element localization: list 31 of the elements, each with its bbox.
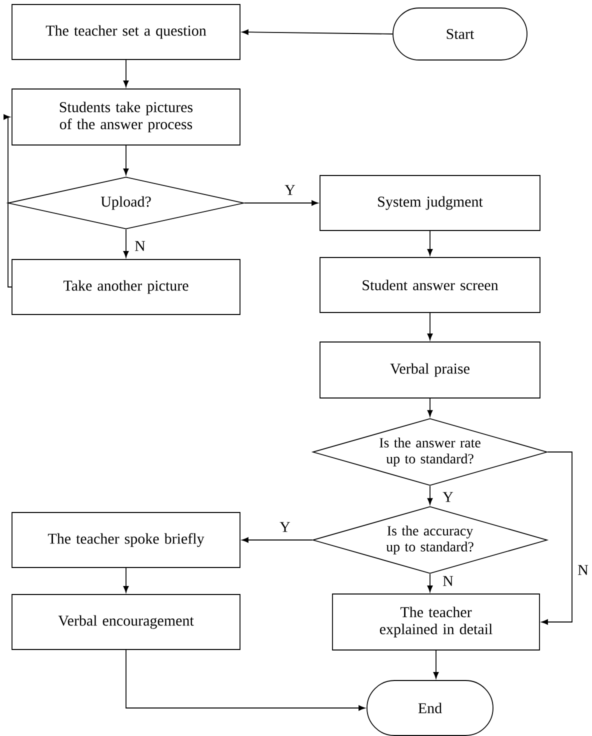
arrow	[123, 568, 129, 593]
process-box: The teacher spoke briefly	[12, 512, 240, 568]
arrow	[123, 60, 129, 88]
process-box: The teacher explained in detail	[332, 594, 540, 650]
process-box: Student answer screen	[320, 257, 540, 313]
edge-label: N	[134, 240, 146, 252]
edge-label: N	[442, 575, 454, 587]
arrow	[427, 486, 433, 505]
arrow	[242, 537, 313, 543]
arrow	[126, 650, 366, 711]
edge-label: Y	[442, 491, 454, 503]
arrow	[123, 229, 129, 258]
edge-label: Y	[284, 184, 296, 196]
arrow	[242, 29, 393, 35]
arrow	[123, 145, 129, 176]
edge-label: Y	[278, 521, 292, 533]
process-box: Take another picture	[12, 259, 240, 315]
process-box: Verbal encouragement	[12, 594, 240, 650]
arrow	[244, 200, 318, 206]
process-box: System judgment	[320, 175, 540, 231]
arrow	[4, 114, 12, 288]
arrow	[427, 574, 433, 592]
arrow	[433, 650, 439, 679]
arrow	[427, 230, 433, 256]
arrow	[541, 452, 572, 625]
process-box: Verbal praise	[320, 342, 540, 398]
arrow	[427, 312, 433, 340]
process-box: The teacher set a question	[12, 4, 240, 60]
process-box: Students take pictures of the answer process	[12, 88, 240, 146]
edge-label: N	[576, 564, 590, 576]
arrow	[427, 398, 433, 417]
